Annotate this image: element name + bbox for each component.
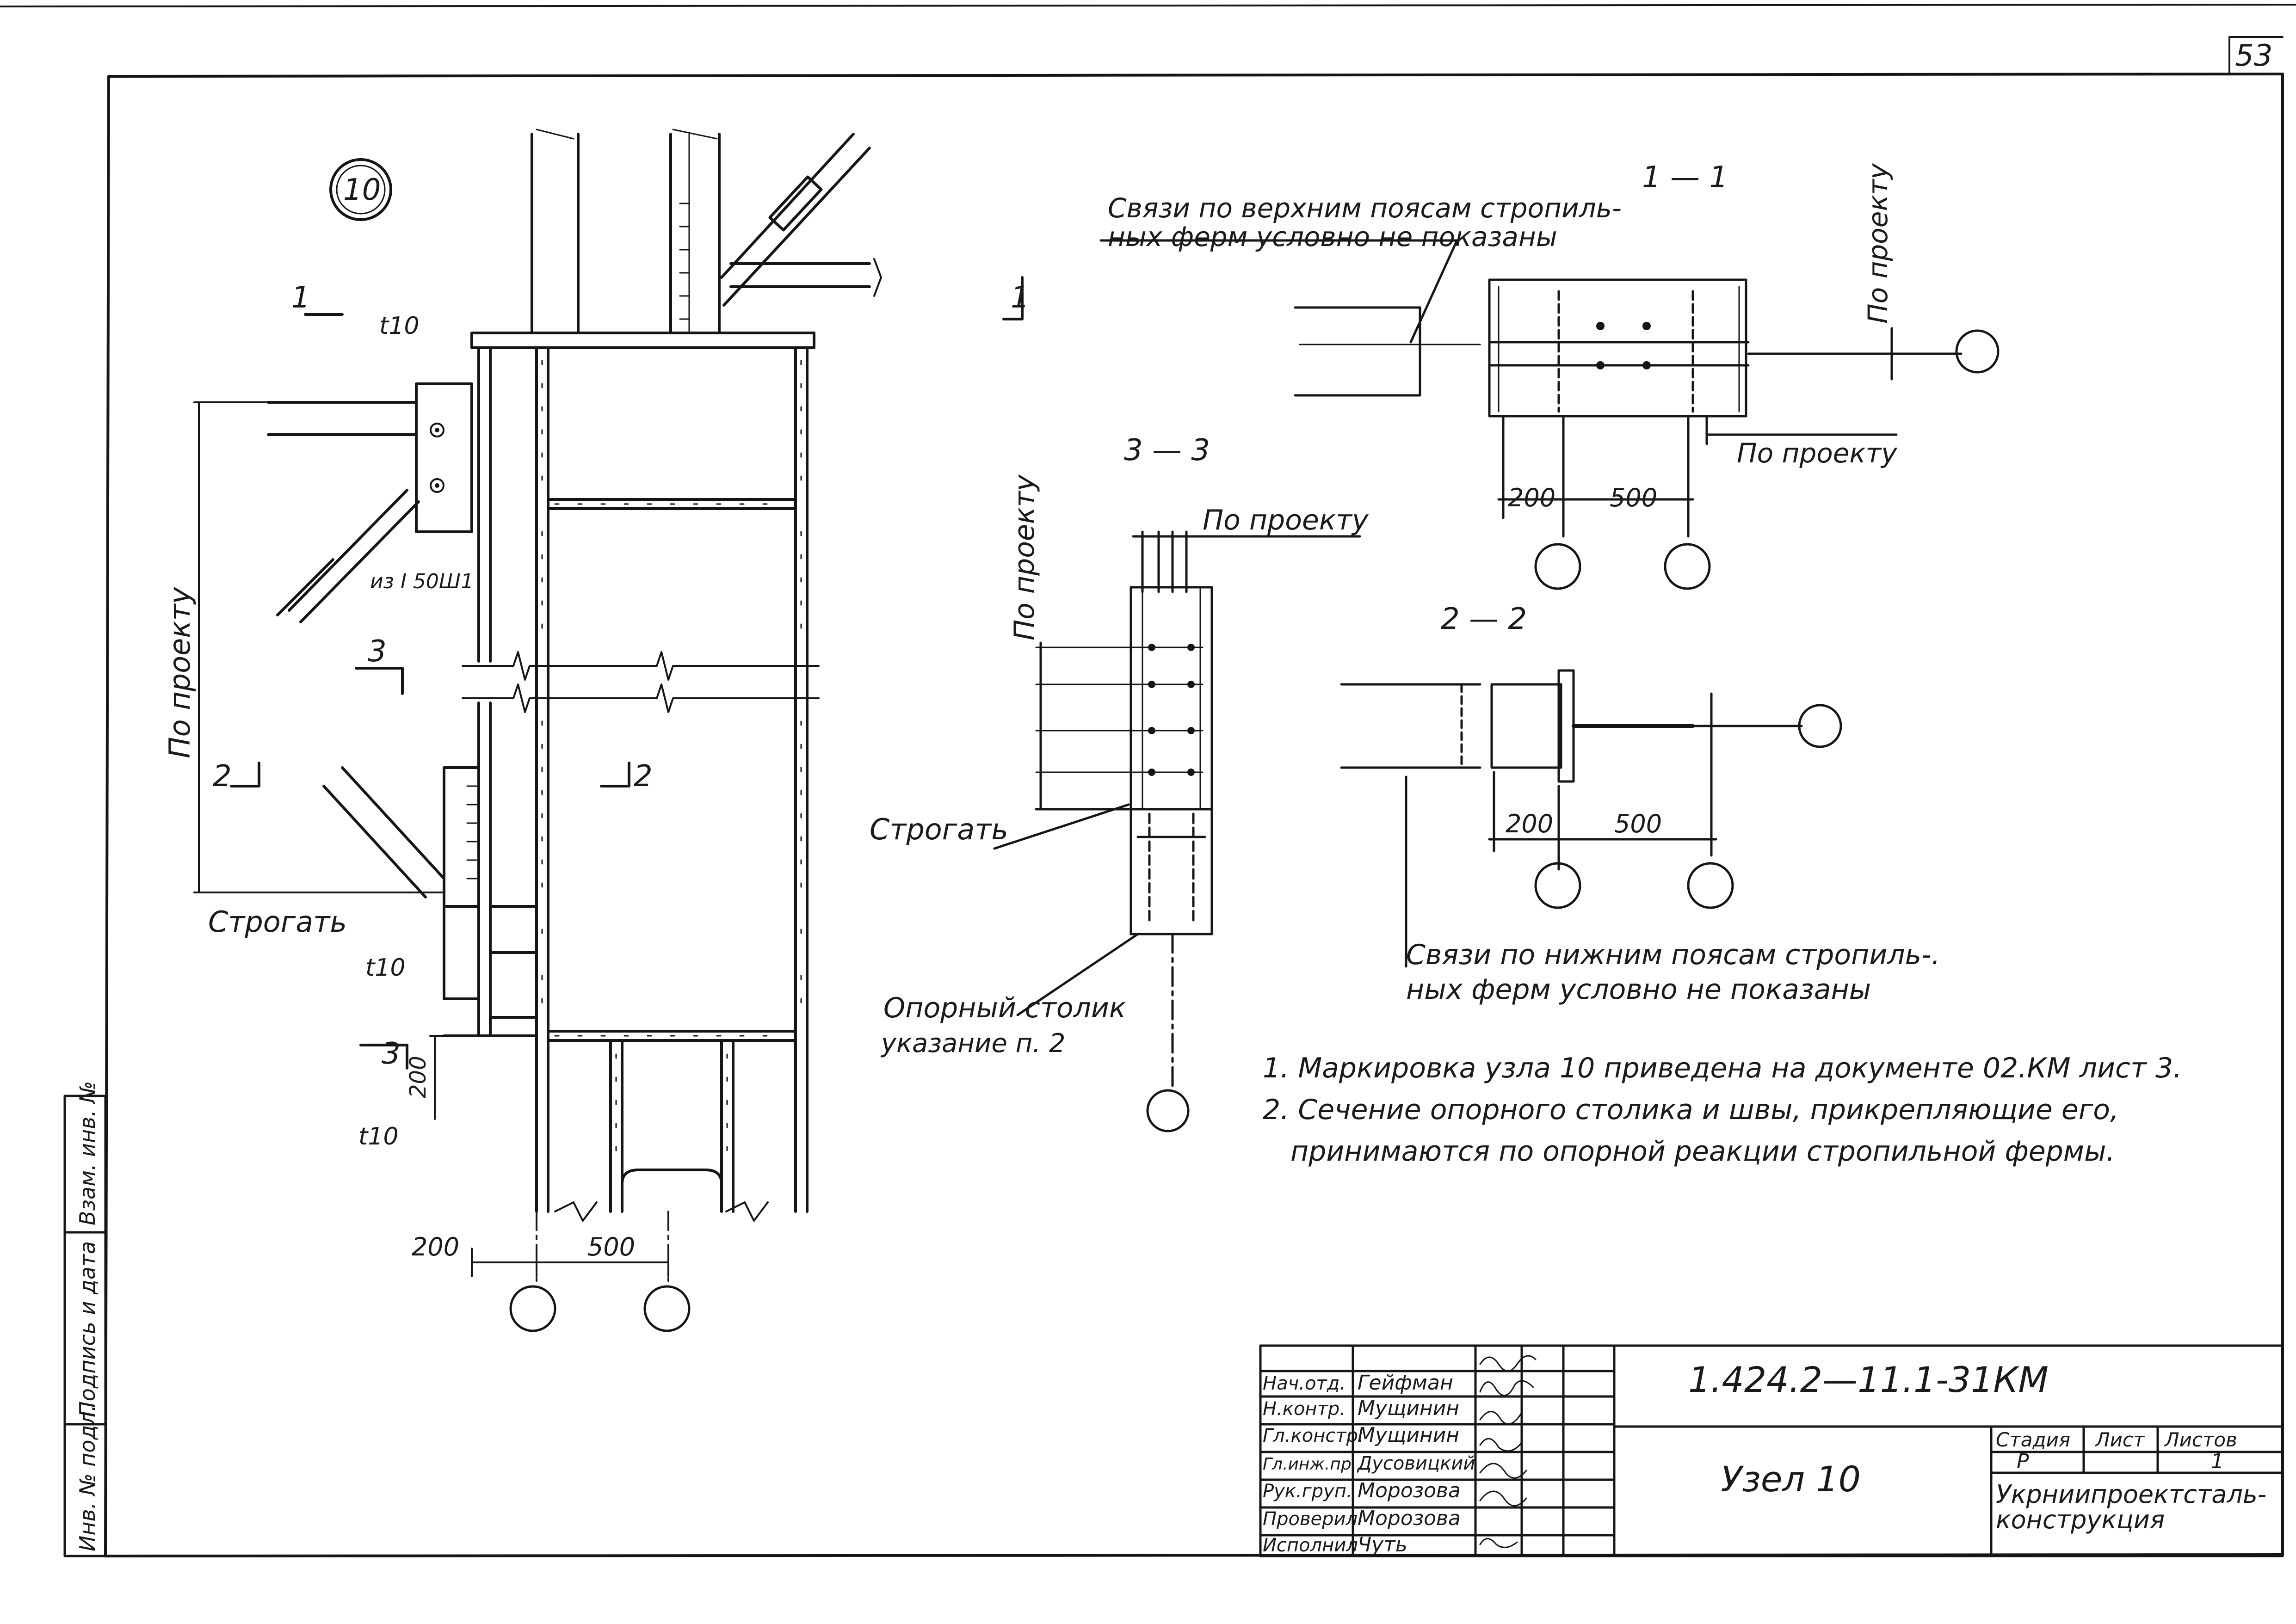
section-1-dim-500: 500	[1610, 483, 1657, 512]
main-dim-200: 200	[412, 1232, 459, 1261]
side-stamp-vzam: Взам. инв. №	[75, 1081, 100, 1225]
signer-name-7: Чуть	[1358, 1533, 1407, 1556]
section-3-by-project-top: По проекту	[1203, 504, 1369, 536]
side-stamp-podpis: Подпись и дата	[75, 1241, 100, 1417]
note-2: 2. Сечение опорного столика и швы, прикр…	[1263, 1094, 2119, 1126]
title-block-grid	[1259, 1344, 2284, 1557]
signer-name-1: Гейфман	[1358, 1371, 1453, 1395]
section-1-note-2: ных ферм условно не показаны	[1108, 221, 1557, 252]
sheet-header: Лист	[2094, 1428, 2145, 1451]
page-number: 53	[2235, 39, 2272, 73]
sheets-value: 1	[2211, 1450, 2224, 1473]
signer-name-2: Мущинин	[1358, 1396, 1459, 1420]
bolt-holes	[430, 423, 444, 493]
section-2-dim-500: 500	[1614, 809, 1662, 838]
section-1-by-project-bottom: По проекту	[1737, 437, 1897, 469]
main-t10-mid: t10	[365, 954, 406, 982]
section-2-view	[1340, 669, 1842, 968]
drawing-name: Узел 10	[1721, 1458, 1861, 1500]
signer-name-4: Дусовицкий	[1357, 1453, 1475, 1474]
section-1-title: 1 — 1	[1642, 160, 1728, 195]
org-line-2: конструкция	[1996, 1505, 2165, 1534]
side-stamp-inv: Инв. № подл.	[75, 1405, 100, 1551]
section-2-title: 2 — 2	[1441, 602, 1527, 636]
node-marker	[329, 158, 392, 221]
section-3-view	[993, 530, 1361, 1132]
signer-role-4: Гл.инж.пр.	[1263, 1455, 1357, 1474]
signer-name-5: Морозова	[1358, 1479, 1461, 1502]
section-2-dim-200: 200	[1506, 809, 1553, 838]
signer-name-3: Мущинин	[1358, 1423, 1459, 1447]
signer-name-6: Морозова	[1358, 1507, 1461, 1530]
section-1-dim-200: 200	[1508, 483, 1555, 512]
section-1-bolts	[1596, 322, 1651, 369]
section-3-by-project-side: По проекту	[1008, 474, 1041, 640]
sheets-header: Листов	[2164, 1428, 2237, 1451]
main-column	[267, 129, 882, 1222]
cut-1-right: 1	[1011, 281, 1030, 315]
side-stamp	[63, 1095, 107, 1557]
section-3-bolts	[1148, 644, 1195, 776]
cut-2-left: 2	[213, 759, 232, 794]
section-3-table-note-2: указание п. 2	[880, 1028, 1065, 1058]
section-3-table-note-1: Опорный столик	[883, 992, 1126, 1024]
org-line-1: Укрниипроектсталь-	[1996, 1480, 2266, 1509]
section-3-plane: Строгать	[870, 812, 1008, 846]
stage-header: Стадия	[1996, 1428, 2070, 1451]
node-marker-label: 10	[343, 173, 381, 207]
main-dim-200-vert: 200	[405, 1056, 431, 1098]
main-t10-top: t10	[379, 312, 420, 340]
cut-3-right: 3	[382, 1037, 401, 1071]
cut-1-left: 1	[291, 281, 310, 315]
section-2-note-1: Связи по нижним поясам стропиль-.	[1406, 939, 1940, 971]
stage-value: Р	[2017, 1450, 2029, 1473]
signer-role-5: Рук.груп.	[1263, 1481, 1352, 1502]
main-t10-low: t10	[358, 1123, 399, 1150]
main-plane-label: Строгать	[208, 905, 347, 939]
main-by-project: По проекту	[163, 586, 197, 758]
section-cut-marks	[230, 276, 1024, 1070]
note-1: 1. Маркировка узла 10 приведена на докум…	[1263, 1052, 2182, 1084]
cut-3-left: 3	[368, 634, 387, 669]
signer-role-6: Проверил	[1263, 1508, 1358, 1530]
section-2-note-2: ных ферм условно не показаны	[1406, 973, 1871, 1006]
section-3-title: 3 — 3	[1124, 433, 1210, 468]
signer-role-7: Исполнил	[1263, 1535, 1358, 1556]
signer-role-3: Гл.констр.	[1263, 1425, 1364, 1446]
doc-code: 1.424.2—11.1-31КМ	[1688, 1359, 2049, 1400]
main-axes	[193, 401, 691, 1332]
signer-role-2: Н.контр.	[1263, 1398, 1346, 1420]
main-brace-profile: из I 50Ш1	[370, 570, 474, 593]
signatures	[1479, 1355, 1537, 1548]
main-dim-500: 500	[587, 1232, 635, 1261]
signer-role-1: Нач.отд.	[1263, 1373, 1346, 1394]
section-1-by-project-side: По проекту	[1862, 163, 1894, 324]
section-1-view	[1099, 239, 2000, 590]
weld-ticks	[466, 203, 802, 1151]
note-3: принимаются по опорной реакции стропильн…	[1290, 1135, 2115, 1168]
cut-2-right: 2	[634, 759, 653, 794]
section-1-note-1: Связи по верхним поясам стропиль-	[1108, 192, 1622, 224]
